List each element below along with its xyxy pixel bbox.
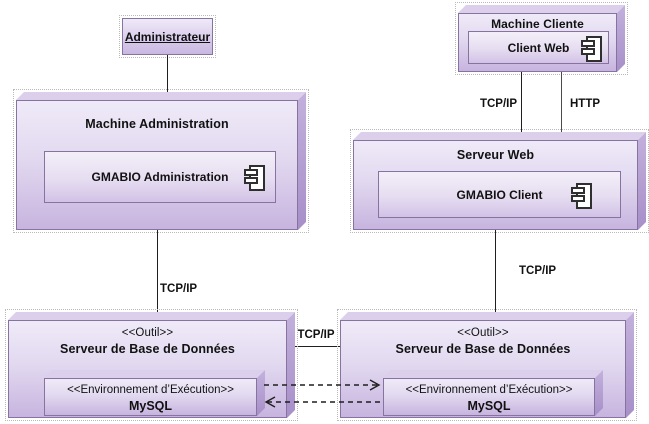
connector-actor-machine <box>167 55 168 100</box>
connector-machine-db <box>157 230 158 312</box>
inner-node-text: <<Environnement d’Exécution>> MySQL <box>45 383 256 414</box>
node-serveur-bd-right[interactable]: <<Outil>> Serveur de Base de Données <<E… <box>337 309 637 421</box>
node-front-face: <<Outil>> Serveur de Base de Données <<E… <box>340 320 626 418</box>
node-stereotype: <<Environnement d’Exécution>> <box>405 384 573 396</box>
node-front-face: Machine Cliente Client Web <box>458 13 617 72</box>
node-top-face <box>340 312 634 320</box>
node-title: Serveur de Base de Données <box>395 342 571 356</box>
node-front-face: <<Environnement d’Exécution>> MySQL <box>44 378 257 416</box>
link-label-tcpip: TCP/IP <box>519 265 557 277</box>
node-top-face <box>16 92 306 100</box>
component-icon-tab <box>581 39 595 47</box>
connector-web-db <box>495 230 496 313</box>
node-top-face <box>44 370 265 378</box>
component-icon <box>581 35 602 62</box>
link-label-http: HTTP <box>570 98 601 110</box>
node-title: Serveur Web <box>456 148 535 162</box>
node-right-face <box>287 312 295 418</box>
link-label-tcpip: TCP/IP <box>160 283 198 295</box>
actor-administrateur[interactable]: Administrateur <box>119 15 216 58</box>
node-machine-cliente[interactable]: Machine Cliente Client Web <box>455 2 628 75</box>
component-gmabio-administration[interactable]: GMABIO Administration <box>44 151 276 203</box>
component-icon-tab <box>571 186 585 194</box>
component-label: Client Web <box>507 40 570 55</box>
component-icon-tab <box>244 177 258 184</box>
node-mysql-right[interactable]: <<Environnement d’Exécution>> MySQL <box>383 370 603 416</box>
link-label-tcpip: TCP/IP <box>479 98 517 110</box>
node-right-face <box>257 370 265 416</box>
node-title: Machine Administration <box>85 117 229 131</box>
node-stereotype: <<Environnement d’Exécution>> <box>67 384 234 396</box>
node-front-face: Serveur Web GMABIO Client <box>353 140 638 230</box>
node-right-face <box>298 92 306 230</box>
link-label-tcpip: TCP/IP <box>297 329 335 341</box>
node-right-face <box>595 370 603 416</box>
component-icon <box>571 182 592 209</box>
component-gmabio-client[interactable]: GMABIO Client <box>378 171 621 218</box>
node-stereotype: <<Outil>> <box>457 327 509 339</box>
node-title: MySQL <box>467 398 511 413</box>
node-front-face: Machine Administration GMABIO Administra… <box>16 100 298 230</box>
component-icon <box>244 165 265 191</box>
node-top-face <box>383 370 603 378</box>
node-top-face <box>353 132 646 140</box>
node-right-face <box>626 312 634 418</box>
node-title: Machine Cliente <box>491 17 584 31</box>
inner-node-text: <<Environnement d’Exécution>> MySQL <box>384 383 594 414</box>
node-top-face <box>458 5 625 13</box>
node-title: MySQL <box>128 398 173 413</box>
component-icon-tab <box>244 169 258 176</box>
node-mysql-left[interactable]: <<Environnement d’Exécution>> MySQL <box>44 370 265 416</box>
node-serveur-bd-left[interactable]: <<Outil>> Serveur de Base de Données <<E… <box>5 309 298 421</box>
node-top-face <box>8 312 295 320</box>
actor-label: Administrateur <box>124 29 211 44</box>
connector-cliente-web-tcp <box>521 72 522 140</box>
connector-cliente-web-http <box>561 72 562 140</box>
component-icon-tab <box>571 194 585 202</box>
component-label: GMABIO Client <box>456 187 543 202</box>
node-stereotype: <<Outil>> <box>121 327 174 339</box>
connector-db-db <box>295 346 340 347</box>
node-title: Serveur de Base de Données <box>60 342 235 356</box>
node-front-face: <<Outil>> Serveur de Base de Données <<E… <box>8 320 287 418</box>
component-client-web[interactable]: Client Web <box>468 31 609 64</box>
node-right-face <box>638 132 646 230</box>
component-label: GMABIO Administration <box>91 170 229 184</box>
component-icon-tab <box>581 47 595 55</box>
node-machine-administration[interactable]: Machine Administration GMABIO Administra… <box>13 89 309 233</box>
node-right-face <box>617 5 625 72</box>
node-serveur-web[interactable]: Serveur Web GMABIO Client <box>350 129 649 233</box>
node-front-face: <<Environnement d’Exécution>> MySQL <box>383 378 595 416</box>
